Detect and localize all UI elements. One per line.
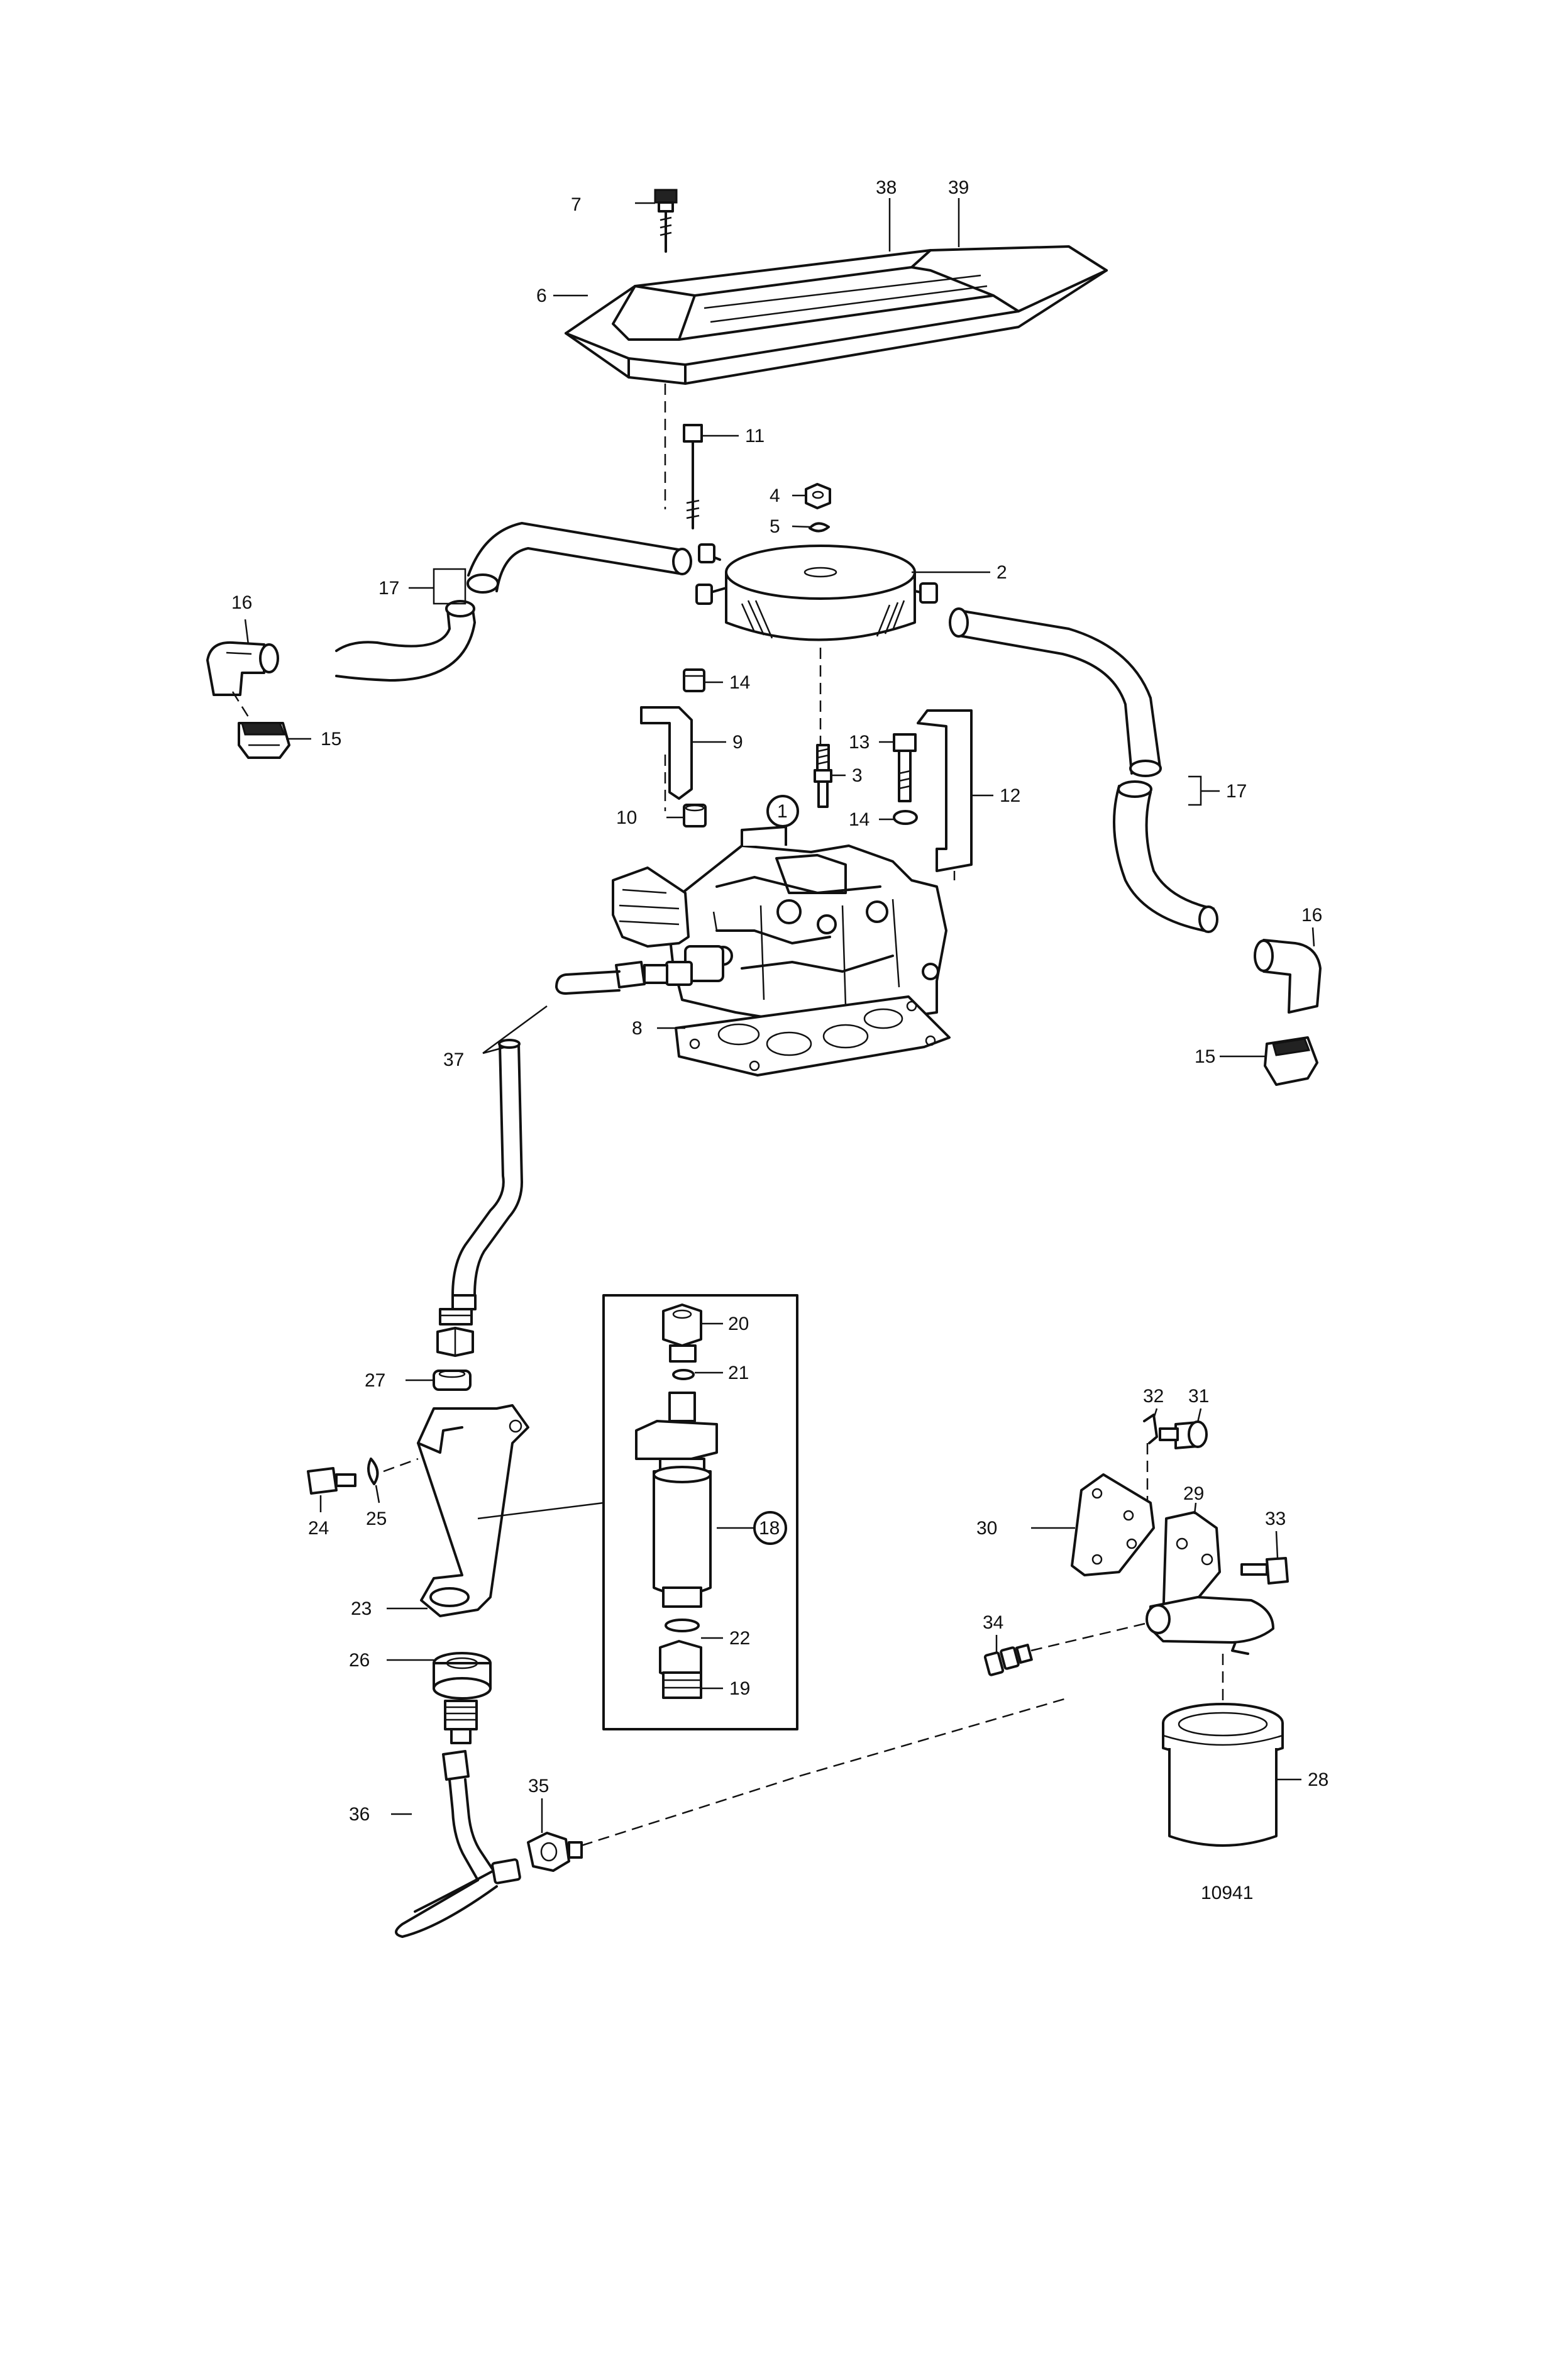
- bolt-24: [307, 1467, 356, 1495]
- spacer-14-upper: [683, 668, 705, 692]
- label-16-right: 16: [1301, 905, 1322, 926]
- carburetor: [612, 826, 947, 1023]
- label-29: 29: [1183, 1483, 1204, 1504]
- label-17-right: 17: [1226, 781, 1247, 802]
- label-17-left: 17: [378, 578, 399, 599]
- nut-35: [527, 1832, 583, 1872]
- label-13: 13: [849, 732, 870, 753]
- label-15-left: 15: [321, 729, 341, 750]
- label-3: 3: [852, 765, 863, 786]
- hose-17-right-upper: [949, 607, 1162, 777]
- label-14-upper: 14: [729, 672, 750, 693]
- hose-17-right-lower: [1113, 780, 1218, 933]
- washer-25: [367, 1458, 379, 1485]
- axis-line-cap-left: [231, 691, 250, 717]
- label-1: 1: [777, 801, 788, 822]
- fuel-pipe-37: [451, 970, 621, 1310]
- fuel-pipe-36: [395, 1750, 521, 1938]
- label-30: 30: [976, 1518, 997, 1539]
- grommet-26: [433, 1652, 492, 1700]
- label-24: 24: [308, 1518, 329, 1539]
- bolt-7: [654, 189, 678, 253]
- fitting-pipe-end: [439, 1308, 473, 1326]
- label-37: 37: [443, 1049, 464, 1070]
- bolt-33: [1240, 1557, 1289, 1585]
- label-20: 20: [728, 1314, 749, 1334]
- bolt-13: [893, 733, 917, 802]
- air-filter-housing: [695, 543, 938, 641]
- bracket-9: [640, 706, 693, 811]
- label-39: 39: [948, 177, 969, 198]
- elbow-16-right: [1254, 939, 1322, 1014]
- bolt-31: [1159, 1420, 1208, 1449]
- label-2: 2: [997, 562, 1007, 583]
- label-8: 8: [632, 1018, 643, 1039]
- label-34: 34: [983, 1612, 1003, 1633]
- label-25: 25: [366, 1508, 387, 1529]
- label-26: 26: [349, 1650, 370, 1671]
- label-4: 4: [770, 485, 780, 506]
- label-38: 38: [876, 177, 897, 198]
- hose-17-left-upper: [467, 522, 692, 594]
- axis-line-return: [581, 1696, 1069, 1847]
- label-16-left: 16: [231, 592, 252, 613]
- label-22: 22: [729, 1628, 750, 1649]
- label-32: 32: [1143, 1386, 1164, 1407]
- filter-bowl-28: [1162, 1654, 1284, 1847]
- gasket-8: [675, 995, 951, 1077]
- label-11: 11: [745, 426, 765, 446]
- hose-17-left-lower: [335, 600, 476, 682]
- cap-15-left: [238, 722, 290, 759]
- axis-line-bolt-24: [383, 1458, 419, 1473]
- label-23: 23: [351, 1598, 372, 1619]
- filter-head-29: [1146, 1511, 1274, 1655]
- label-35: 35: [528, 1776, 549, 1796]
- label-6: 6: [536, 285, 547, 306]
- label-19: 19: [729, 1678, 750, 1699]
- label-9: 9: [732, 732, 743, 753]
- engine-cover: [565, 245, 1108, 385]
- valve-34: [983, 1644, 1033, 1676]
- label-10: 10: [616, 807, 637, 828]
- plate-30: [1071, 1473, 1155, 1576]
- label-7: 7: [571, 194, 582, 215]
- label-33: 33: [1265, 1508, 1286, 1529]
- fitting-lower: [444, 1700, 478, 1744]
- washer-5: [809, 522, 830, 533]
- callout-labels: 7 38 39 6 11 4 5 2 16 17 14 15 9 13 3 12…: [231, 177, 1328, 1903]
- bolt-11: [683, 424, 703, 529]
- label-28: 28: [1308, 1769, 1328, 1790]
- spacer-14-lower: [893, 810, 918, 825]
- fuel-pump-inset: [602, 1294, 798, 1730]
- label-31: 31: [1188, 1386, 1209, 1407]
- label-21: 21: [728, 1363, 749, 1383]
- label-14-lower: 14: [849, 809, 870, 830]
- leader-lines: [244, 198, 1315, 1833]
- label-15-right: 15: [1195, 1046, 1215, 1067]
- label-18: 18: [759, 1518, 780, 1539]
- clip-32: [1143, 1414, 1158, 1444]
- label-5: 5: [770, 516, 780, 537]
- cap-15-right: [1264, 1036, 1318, 1086]
- label-12: 12: [1000, 785, 1020, 806]
- stud-3: [814, 744, 832, 808]
- grommet-27: [433, 1370, 472, 1391]
- nut-27: [436, 1327, 474, 1357]
- spacer-10: [683, 804, 707, 827]
- label-27: 27: [365, 1370, 385, 1391]
- bracket-12: [917, 709, 973, 880]
- leader-bracket-to-pump: [477, 1502, 604, 1520]
- part-circle-marker-1: [766, 795, 799, 827]
- figure-number: 10941: [1201, 1883, 1253, 1903]
- carb-inlet-fitting: [615, 961, 693, 988]
- axis-line-valve-34: [1030, 1621, 1151, 1652]
- elbow-16-left: [206, 641, 279, 696]
- nut-4: [805, 483, 831, 509]
- bracket-23: [417, 1404, 529, 1617]
- label-36: 36: [349, 1804, 370, 1825]
